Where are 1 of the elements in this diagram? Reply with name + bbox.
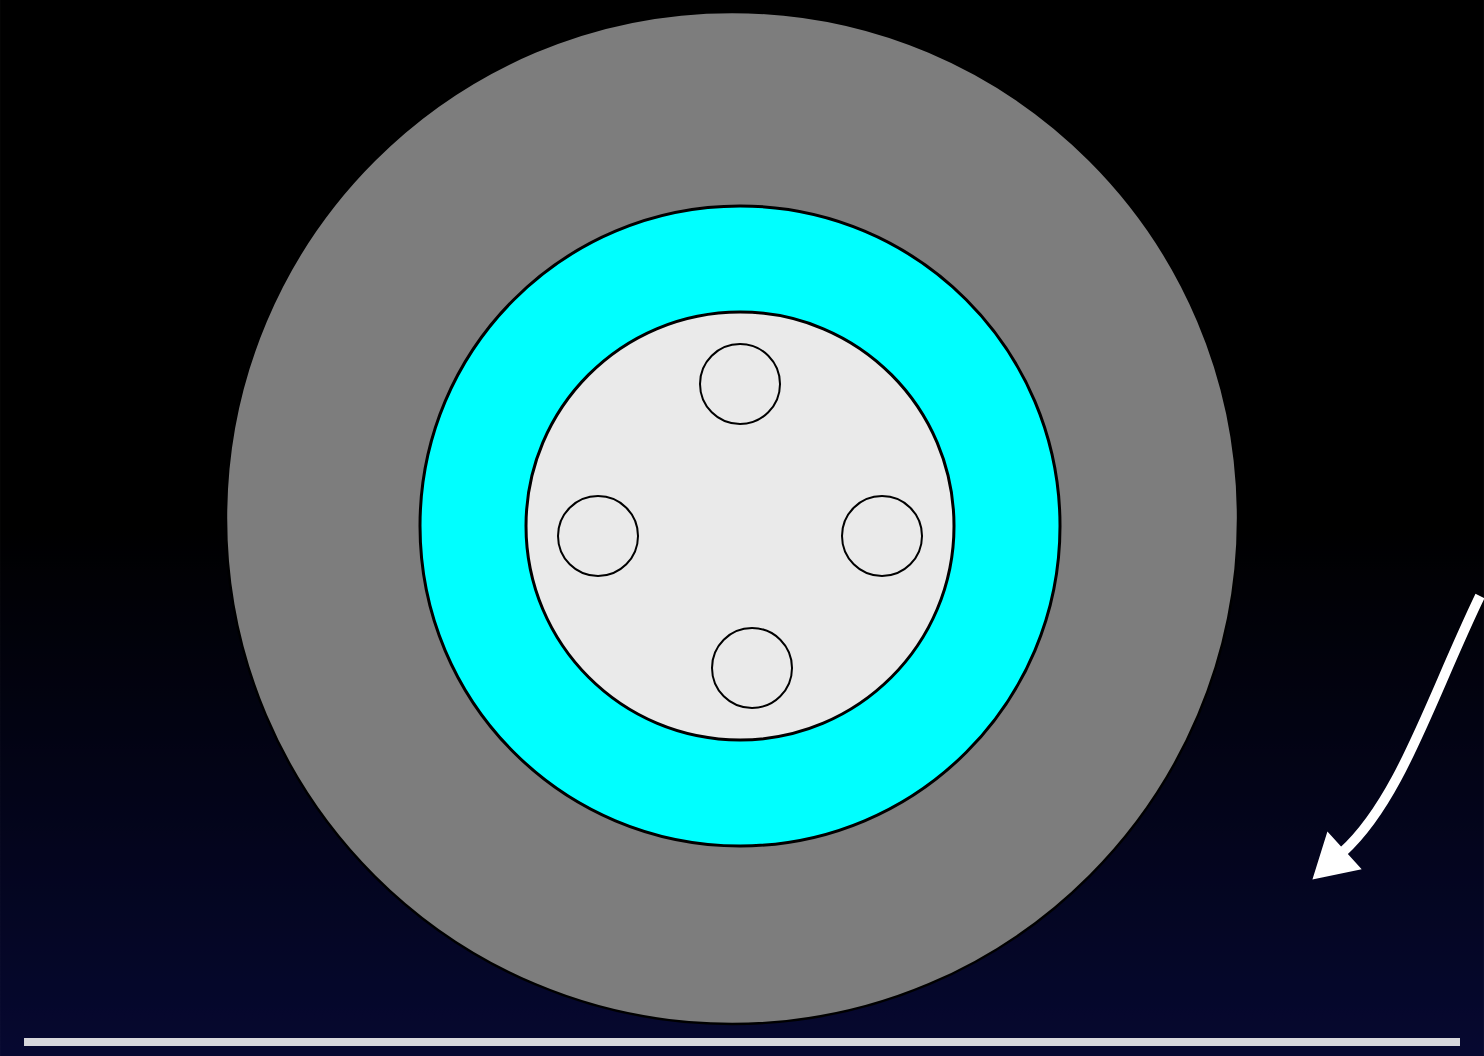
- wheel-drawing: [224, 10, 1240, 1026]
